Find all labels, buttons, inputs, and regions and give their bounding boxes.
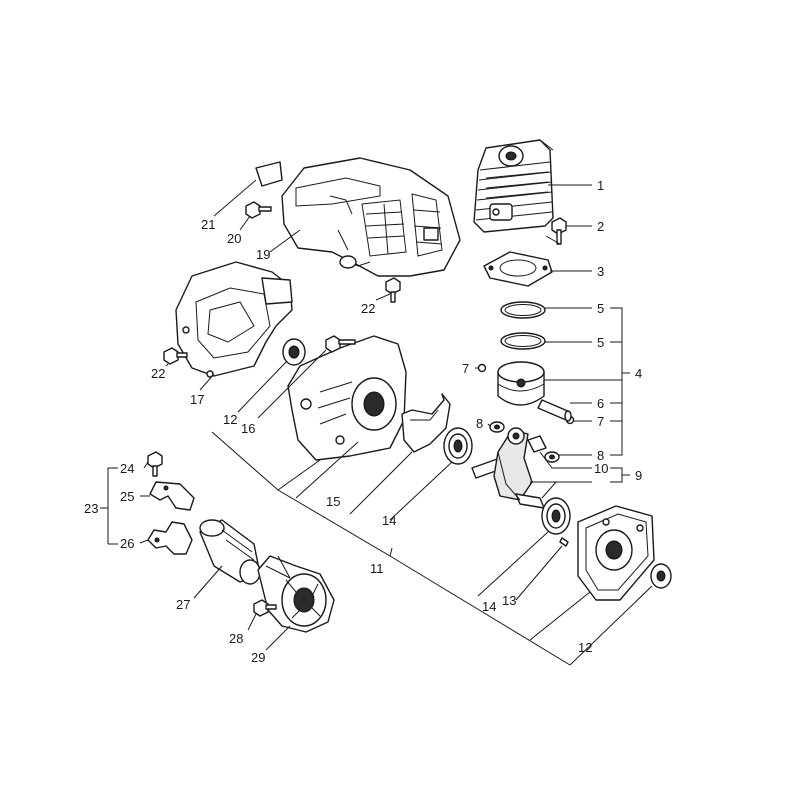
main-bearing-left-part [443,427,473,465]
piston-part [497,361,545,406]
clutch-drum-part [199,519,261,585]
throttle-screw-part [147,451,163,477]
leader-lines [100,179,653,666]
callout-5-upper: 5 [597,301,604,316]
callout-6: 6 [597,396,604,411]
callout-2: 2 [597,219,604,234]
leader-14-right [477,531,549,597]
piston-pin-part [537,399,572,422]
crankcase-right-part [577,505,655,601]
leader-16 [257,349,327,419]
leader-17 [199,373,215,391]
callout-20: 20 [227,231,241,246]
leader-28 [247,613,257,631]
bracket-23 [100,467,118,545]
crankcase-left-part [287,335,407,461]
clamp-lower-part [147,521,193,555]
bracket-4 [610,307,630,456]
crankcase-bolt-part [325,335,356,353]
leader-29 [265,625,291,651]
callout-22-left: 22 [151,366,165,381]
bracket-9 [610,467,630,483]
callout-7-left: 7 [462,361,469,376]
needle-bearing-part [527,435,547,453]
callout-8-right: 8 [597,448,604,463]
callout-10: 10 [594,461,608,476]
leader-12-right [529,585,653,666]
cover-bolt-part [245,201,272,219]
main-bearing-right-part [541,497,571,535]
callout-7-right: 7 [597,414,604,429]
callout-19: 19 [256,247,270,262]
leader-12-left [237,361,287,413]
leader-13 [515,545,563,601]
cylinder-part [473,139,554,233]
label-plate-part [255,161,283,187]
callout-27: 27 [176,597,190,612]
callout-25: 25 [120,489,134,504]
callout-12-left: 12 [223,412,237,427]
callout-9: 9 [635,468,642,483]
leader-2 [545,225,592,245]
leader-22-left [165,363,169,367]
leader-26 [139,539,149,544]
fan-housing-bolt-part [163,347,188,365]
thrust-washer-right-part [544,451,560,463]
callout-14-left: 14 [382,513,396,528]
thrust-washer-left-part [489,421,505,433]
callout-21: 21 [201,217,215,232]
leader-22-bottom [375,293,391,301]
clutch-screw-part [253,599,277,617]
clamp-upper-part [149,481,195,511]
callout-13: 13 [502,593,516,608]
callout-28: 28 [229,631,243,646]
callout-17: 17 [190,392,204,407]
callout-11: 11 [370,561,384,576]
callout-3: 3 [597,264,604,279]
oil-seal-left-part [282,338,306,366]
callout-5-lower: 5 [597,335,604,350]
piston-ring-lower-part [500,332,546,350]
gasket-part [483,251,553,287]
leader-24 [143,461,149,469]
callout-numbers: 1 2 3 5 5 4 6 7 7 8 8 10 9 11 12 12 13 1… [84,178,642,665]
callout-4: 4 [635,366,642,381]
leader-15 [349,451,413,515]
callout-26: 26 [120,536,134,551]
leader-20 [239,215,251,231]
callout-15: 15 [326,494,340,509]
oil-seal-right-part [650,563,672,589]
dowel-pin-part [559,537,569,547]
circlip-left-part [477,363,487,373]
callout-23: 23 [84,501,98,516]
callout-8-left: 8 [476,416,483,431]
leader-14-left [389,461,453,521]
leader-11 [211,431,571,666]
cylinder-cover-part [281,157,461,277]
fan-housing-part [175,261,293,378]
leader-19 [269,229,301,253]
leader-27 [193,565,223,599]
leader-10 [539,451,592,469]
callout-1: 1 [597,178,604,193]
callout-12-right: 12 [578,640,592,655]
callout-14-right: 14 [482,599,496,614]
clutch-housing-part [257,555,335,633]
piston-ring-upper-part [500,301,546,319]
leader-9 [530,481,592,499]
leader-8-left [487,423,491,427]
cover-bottom-bolt-part [385,277,401,303]
callout-16: 16 [241,421,255,436]
leader-21 [213,179,257,217]
callout-24: 24 [120,461,134,476]
crankshaft-part [471,427,545,509]
baffle-plate-part [401,393,451,453]
callout-29: 29 [251,650,265,665]
callout-22-bottom: 22 [361,301,375,316]
